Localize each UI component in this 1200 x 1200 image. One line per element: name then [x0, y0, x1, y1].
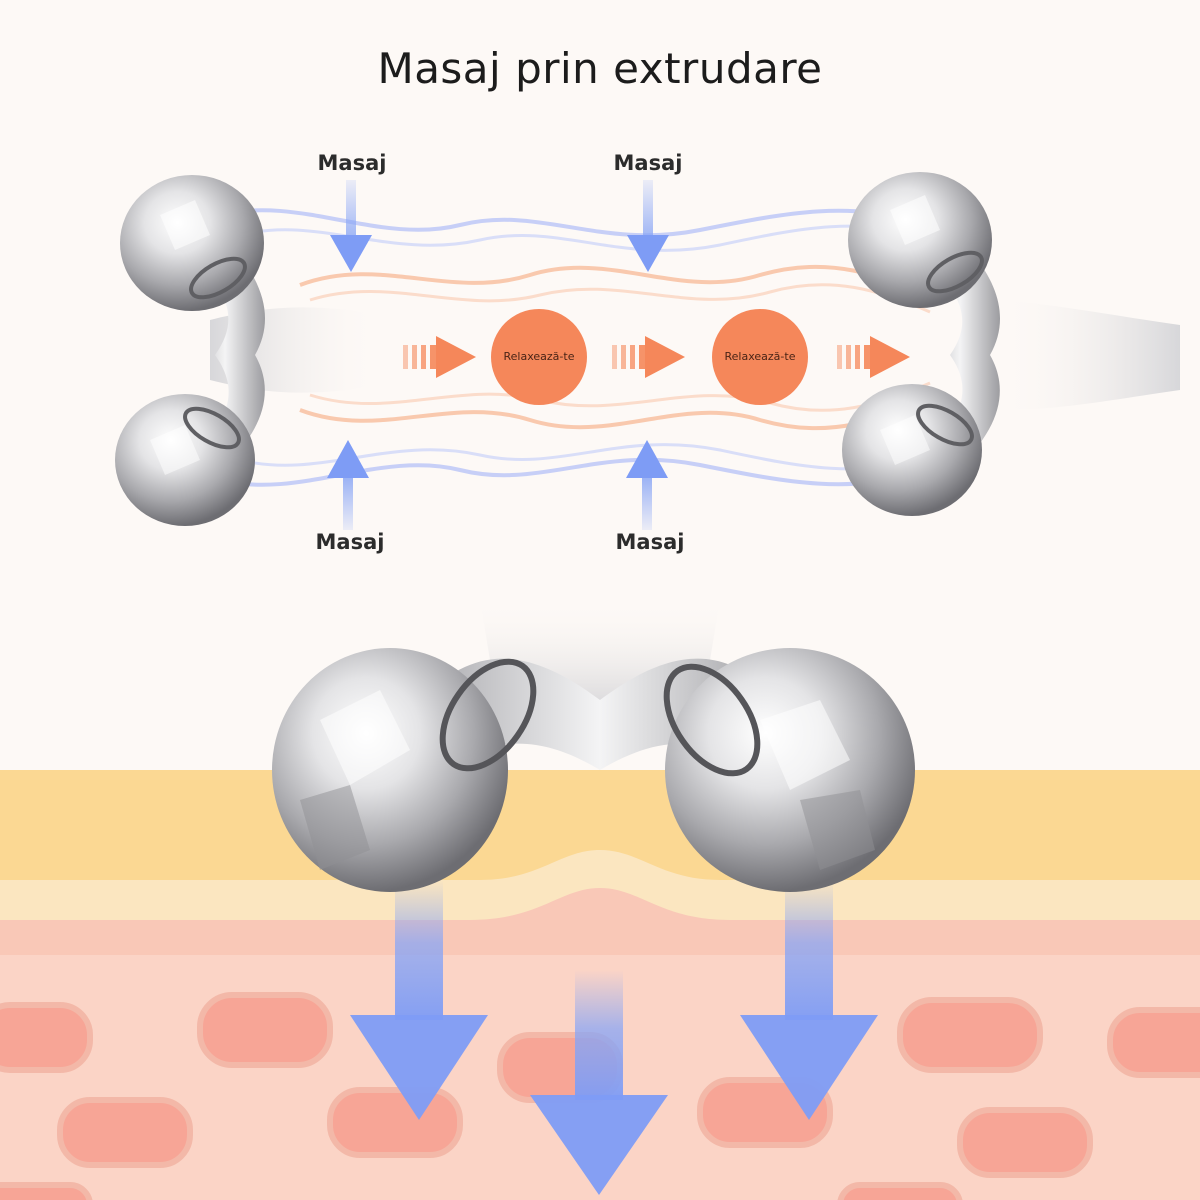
- arrow-head-down: [627, 235, 669, 272]
- roller-ring: [439, 658, 537, 772]
- label-massage-top-left: Masaj: [317, 151, 387, 175]
- arrow-head-up: [626, 440, 668, 478]
- facet: [160, 200, 210, 250]
- facet: [150, 425, 200, 475]
- cell: [897, 997, 1043, 1073]
- relax-circle-2: [712, 309, 808, 405]
- cell: [957, 1107, 1093, 1178]
- dash: [621, 345, 626, 369]
- dash: [855, 345, 860, 369]
- wave-orange-top-2: [309, 283, 931, 314]
- relax-circle-2-label: Relaxează-te: [724, 350, 796, 363]
- roller-ring: [926, 250, 984, 294]
- facet: [320, 690, 410, 785]
- dash: [630, 345, 635, 369]
- dash: [639, 345, 645, 369]
- facet: [880, 415, 930, 465]
- arrow-shaft: [643, 180, 653, 250]
- cell: [327, 1087, 463, 1158]
- wave-orange-bot-2: [309, 381, 931, 412]
- dash: [421, 345, 426, 369]
- arrow-shaft: [343, 470, 353, 530]
- facet: [890, 195, 940, 245]
- dash: [403, 345, 408, 369]
- dash: [837, 345, 842, 369]
- arrow-shaft: [395, 880, 443, 1020]
- relax-circle-1-label: Relaxează-te: [503, 350, 575, 363]
- label-massage-bottom-left: Masaj: [315, 530, 385, 554]
- orange-arrow-1: [403, 336, 476, 378]
- roller-handle: [1000, 300, 1180, 410]
- arrow-head-down: [350, 1015, 488, 1120]
- roller-stem: [920, 240, 1000, 470]
- facet: [800, 790, 875, 870]
- roller-ball-top: [120, 175, 264, 311]
- wave-blue-bot-1: [219, 457, 931, 487]
- cell: [0, 1002, 93, 1073]
- wave-orange-bot-1: [299, 393, 941, 431]
- facet: [760, 700, 850, 790]
- cell: [837, 1182, 963, 1200]
- arrow-bottom-left: [327, 440, 369, 530]
- roller-right: [842, 172, 1180, 516]
- arrow-shaft: [642, 470, 652, 530]
- roller-ring: [189, 256, 247, 300]
- arrow-head-down: [530, 1095, 668, 1195]
- dash: [612, 345, 617, 369]
- roller-left: [115, 175, 380, 526]
- cell: [0, 1182, 93, 1200]
- roller-ring: [183, 406, 241, 450]
- cell: [1107, 1007, 1200, 1078]
- roller-ball-top: [848, 172, 992, 308]
- down-arrow-right: [740, 880, 878, 1120]
- arrow-head-down: [330, 235, 372, 272]
- arrow-top-left: [330, 180, 372, 272]
- arrow-head-up: [327, 440, 369, 478]
- facet: [300, 785, 370, 870]
- arrow-head-right: [870, 336, 910, 378]
- arrow-head-right: [645, 336, 685, 378]
- cell: [57, 1097, 193, 1168]
- label-massage-bottom-right: Masaj: [615, 530, 685, 554]
- wave-blue-top-1: [219, 208, 931, 238]
- roller-large: [272, 600, 915, 892]
- wave-lines: [219, 208, 941, 487]
- down-arrow-center: [530, 970, 668, 1195]
- dash: [864, 345, 870, 369]
- arrow-shaft: [785, 880, 833, 1020]
- page-title: Masaj prin extrudare: [377, 44, 823, 93]
- arrow-head-down: [740, 1015, 878, 1120]
- orange-arrow-3: [837, 336, 910, 378]
- wave-orange-top-1: [299, 264, 941, 302]
- dash: [430, 345, 436, 369]
- arrow-shaft: [346, 180, 356, 250]
- arrow-head-right: [436, 336, 476, 378]
- label-massage-top-right: Masaj: [613, 151, 683, 175]
- dash: [412, 345, 417, 369]
- arrow-bottom-right: [626, 440, 668, 530]
- roller-ring: [663, 663, 761, 777]
- arrow-top-right: [627, 180, 669, 272]
- roller-ring: [916, 403, 974, 447]
- roller-stem: [185, 240, 265, 470]
- arrow-shaft: [575, 970, 623, 1100]
- relax-circle-1: [491, 309, 587, 405]
- orange-arrow-2: [612, 336, 685, 378]
- down-arrow-left: [350, 880, 488, 1120]
- cell: [197, 992, 333, 1068]
- dash: [846, 345, 851, 369]
